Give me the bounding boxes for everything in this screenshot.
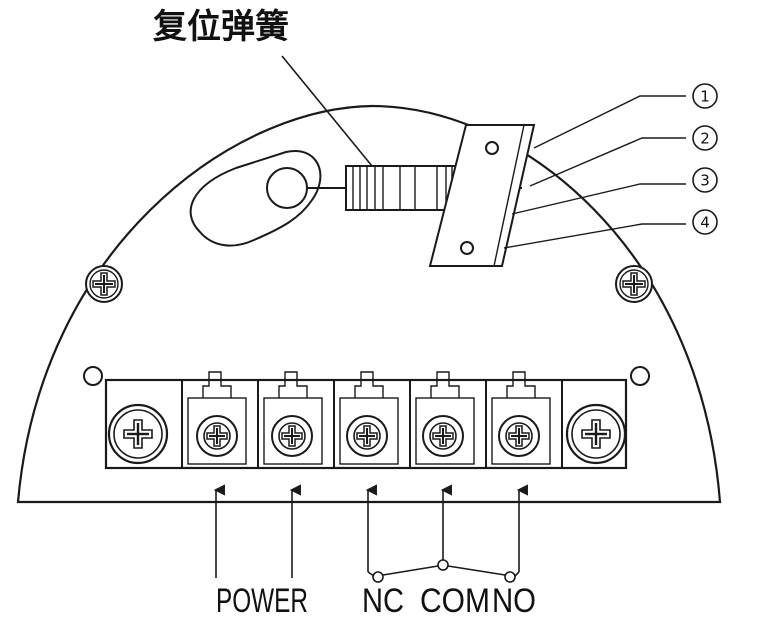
title-label: 复位弹簧 bbox=[153, 7, 289, 47]
label-no: NO bbox=[492, 582, 536, 620]
terminal-screw-4-icon bbox=[422, 415, 464, 457]
label-power: POWER bbox=[216, 582, 308, 620]
svg-text:4: 4 bbox=[700, 214, 710, 232]
relay-wire-arrows bbox=[365, 484, 528, 572]
callout-2: 2 bbox=[692, 125, 718, 151]
switch-plate bbox=[428, 124, 536, 267]
svg-text:3: 3 bbox=[700, 172, 710, 190]
callout-4: 4 bbox=[692, 209, 718, 235]
terminal-screw-2-icon bbox=[271, 415, 313, 457]
relay-switch-symbol bbox=[367, 559, 520, 583]
label-nc: NC bbox=[362, 582, 404, 620]
power-wire-arrows bbox=[213, 484, 301, 578]
svg-text:2: 2 bbox=[700, 130, 710, 148]
terminal-screw-3-icon bbox=[346, 415, 388, 457]
terminal-screw-5-icon bbox=[498, 415, 540, 457]
mounting-screw-right-icon bbox=[615, 265, 653, 303]
label-com: COM bbox=[420, 582, 490, 620]
terminal-screw-1-icon bbox=[196, 415, 238, 457]
svg-text:1: 1 bbox=[700, 88, 710, 106]
hole-right bbox=[630, 366, 650, 386]
cam-slot bbox=[189, 149, 346, 247]
title-leader-line bbox=[281, 55, 373, 167]
callout-leaders bbox=[503, 95, 686, 249]
callout-3: 3 bbox=[692, 167, 718, 193]
terminal-screw-end-right-icon bbox=[565, 403, 627, 465]
callout-1: 1 bbox=[692, 83, 718, 109]
mounting-screw-left-icon bbox=[85, 265, 123, 303]
hole-left bbox=[83, 366, 103, 386]
terminal-screw-end-left-icon bbox=[107, 403, 169, 465]
